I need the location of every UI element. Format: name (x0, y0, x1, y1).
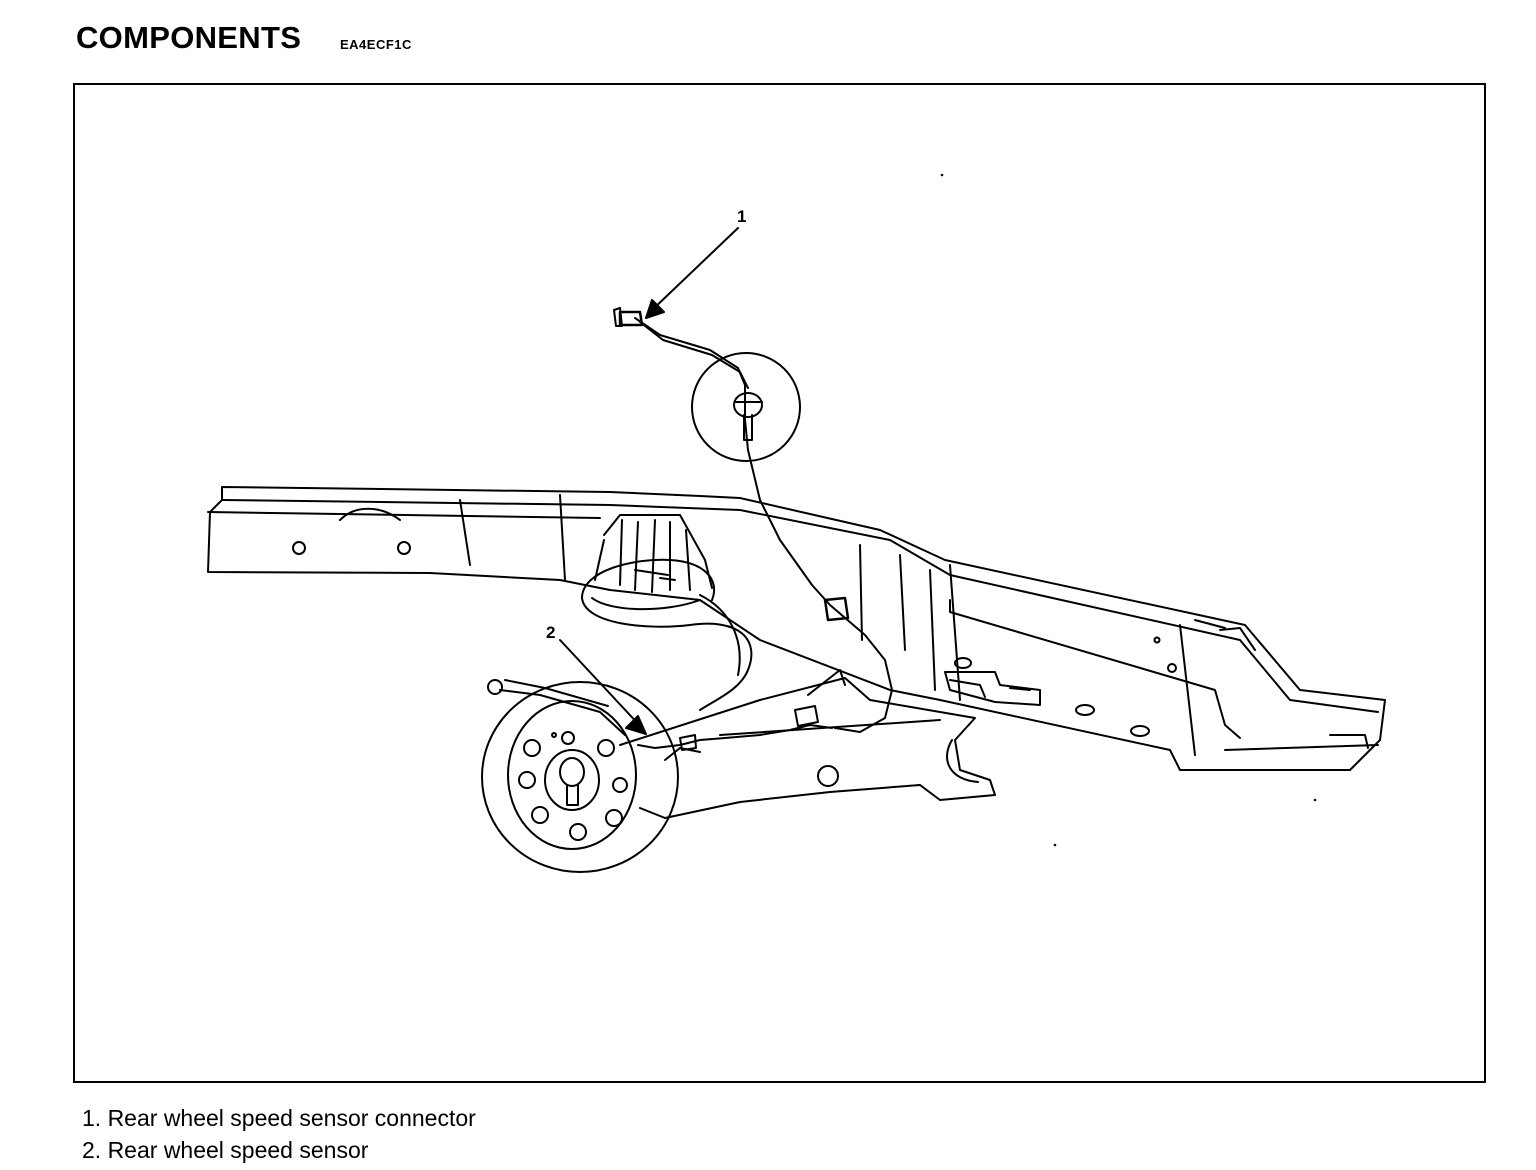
page-title: COMPONENTS (76, 20, 302, 55)
legend-item-sensor: 2. Rear wheel speed sensor (82, 1137, 369, 1163)
callout-1-label: 1 (737, 207, 746, 226)
wheel-hub (481, 681, 701, 873)
legend-item-connector: 1. Rear wheel speed sensor connector (82, 1105, 476, 1131)
coil-spring (581, 514, 753, 711)
callout-2-label: 2 (546, 623, 555, 642)
section-code: EA4ECF1C (340, 37, 412, 52)
scan-speckles (940, 173, 1317, 847)
axle-beam (207, 486, 1386, 771)
legend: 1. Rear wheel speed sensor connector 2. … (82, 1102, 476, 1166)
sensor-harness (487, 307, 893, 751)
diagram-frame (73, 83, 1486, 1083)
callout-2: 2 (546, 623, 647, 735)
callout-1: 1 (645, 207, 746, 319)
grommet-detail (691, 352, 801, 462)
